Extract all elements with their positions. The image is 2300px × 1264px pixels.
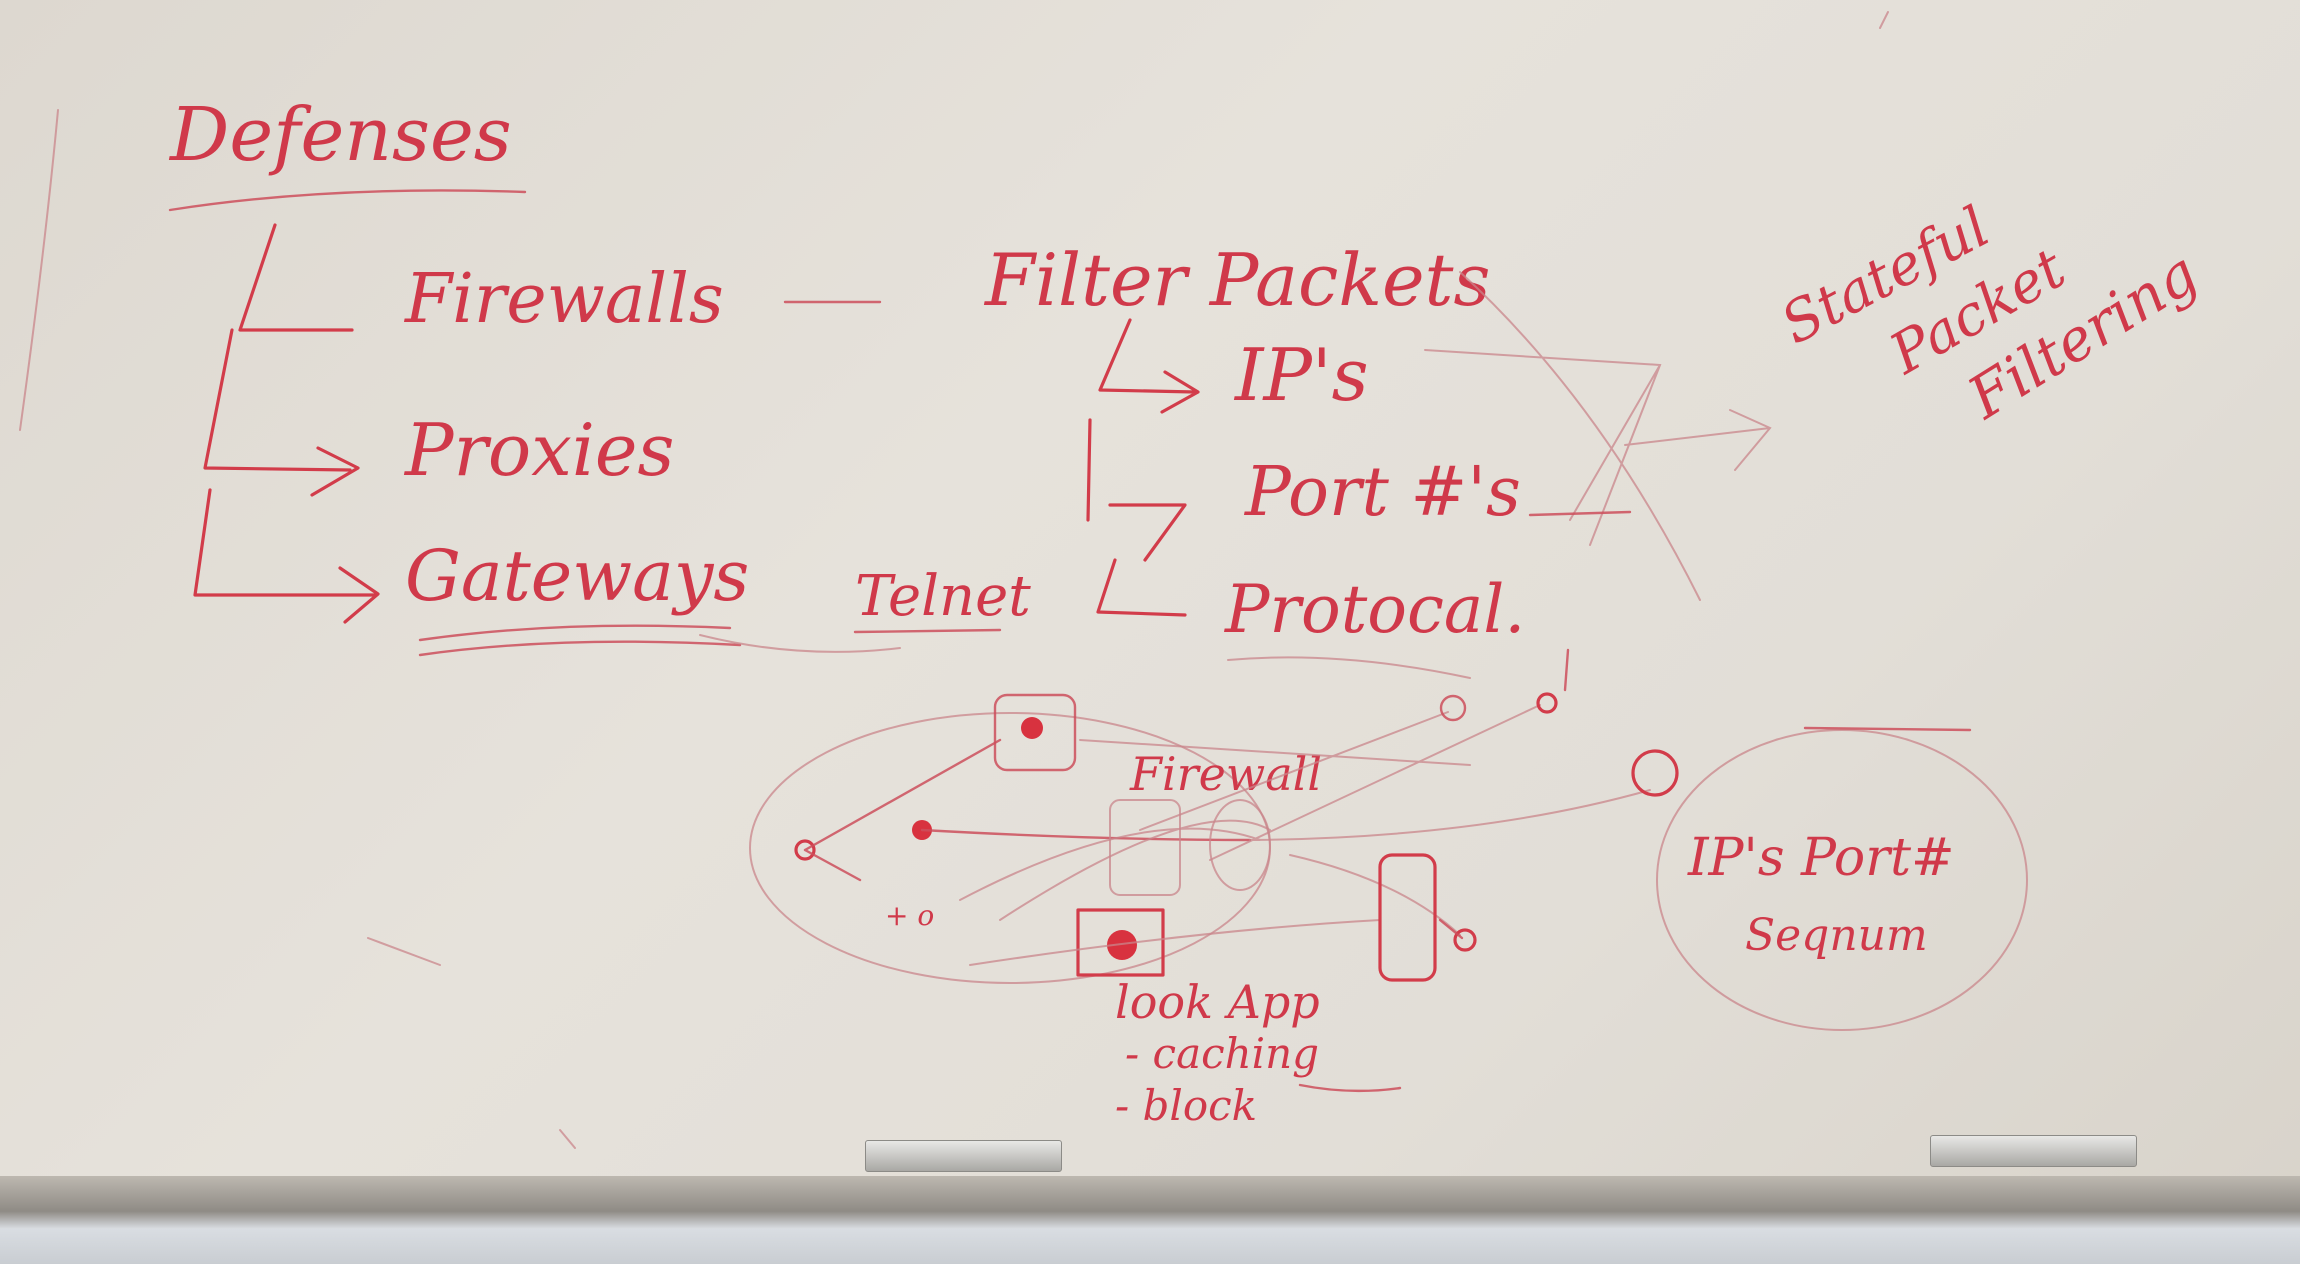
board-clip-left <box>865 1140 1062 1172</box>
note-caching: - caching <box>1125 1029 1319 1078</box>
label-firewalls: Firewalls <box>403 260 724 339</box>
server-node <box>1453 928 1477 952</box>
info-circle <box>1656 729 2028 1031</box>
info-top-line <box>1803 726 1972 732</box>
endpoint-tick <box>1563 648 1570 692</box>
endpoint-b <box>1536 692 1558 714</box>
label-proxies: Proxies <box>403 408 674 492</box>
note-look-app: look App <box>1115 975 1320 1029</box>
node-bottom <box>1107 930 1137 960</box>
title-underline <box>168 189 527 212</box>
endpoint-a <box>1439 694 1467 722</box>
flow-lines <box>959 704 1651 966</box>
note-block: - block <box>1115 1081 1257 1130</box>
node-box-top <box>993 693 1077 772</box>
node-left <box>794 839 816 861</box>
branch-protocol <box>1096 558 1187 617</box>
info-line-1: IP's Port# <box>1687 828 1955 888</box>
telnet-connector <box>699 634 901 653</box>
connector-lines <box>1424 271 1772 601</box>
branch-port <box>1108 503 1187 562</box>
node-top <box>1021 717 1043 739</box>
server-box <box>1378 853 1437 982</box>
firewall-blob <box>1209 799 1271 891</box>
telnet-underline <box>853 628 1002 634</box>
marker-tray <box>0 1176 2300 1264</box>
node-box-bottom <box>1076 908 1165 977</box>
label-gateways: Gateways <box>405 535 749 617</box>
edge-mark <box>19 109 59 431</box>
info-node <box>1631 749 1679 797</box>
caching-tail <box>1298 1083 1402 1093</box>
label-filter-packets: Filter Packets <box>983 238 1490 322</box>
server-link <box>1438 918 1464 940</box>
branch-ips <box>1098 318 1200 414</box>
branch-trunk <box>1086 418 1092 522</box>
protocol-underline <box>1227 656 1471 679</box>
port-dash <box>1528 510 1632 517</box>
label-ips: IP's <box>1233 333 1369 417</box>
label-telnet: Telnet <box>855 564 1031 629</box>
label-protocol: Protocal. <box>1224 571 1525 648</box>
gateways-underline <box>418 624 742 657</box>
scribble-mark: + o <box>885 899 934 932</box>
branch-gateways <box>193 488 380 624</box>
firewall-box <box>1109 799 1181 896</box>
info-line-2: Seqnum <box>1745 910 1928 961</box>
label-firewall: Firewall <box>1129 747 1322 801</box>
branch-firewalls <box>238 223 354 332</box>
branch-proxies <box>203 328 360 497</box>
title-defenses: Defenses <box>168 92 512 178</box>
label-ports: Port #'s <box>1243 453 1521 532</box>
stray-marks <box>367 11 1889 1149</box>
board-clip-right <box>1930 1135 2137 1167</box>
